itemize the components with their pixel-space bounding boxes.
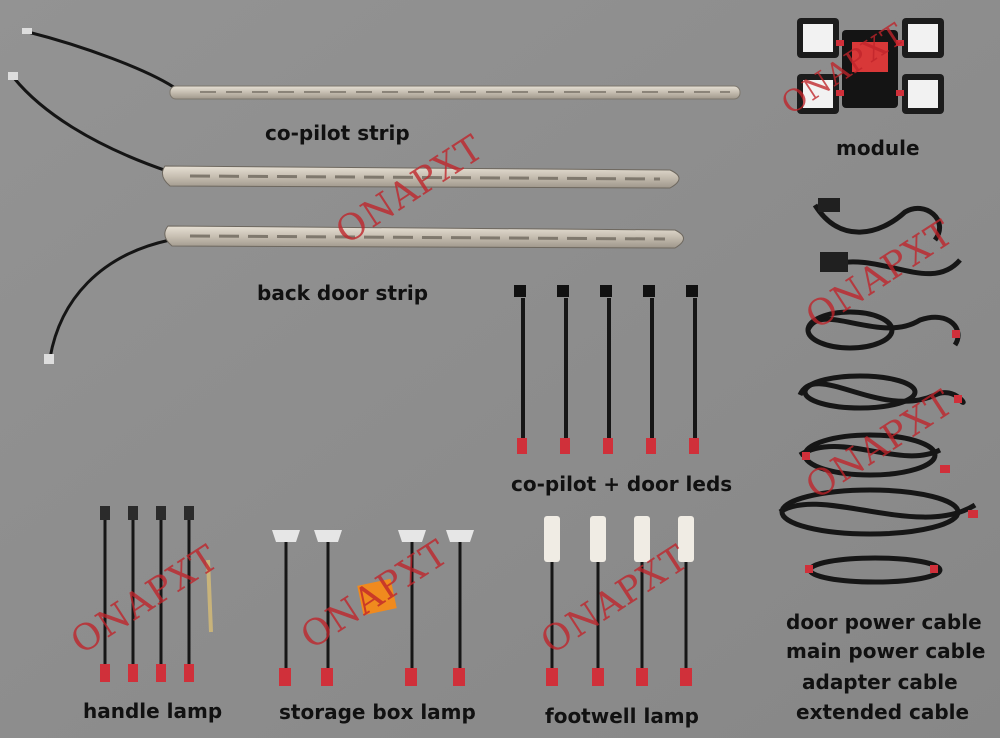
- copilot-strip-label: co-pilot strip: [265, 121, 410, 145]
- back-door-strip-label: back door strip: [257, 281, 429, 305]
- door-leds: [514, 285, 699, 454]
- storage-box-lamp: [314, 530, 342, 686]
- handle-lamp: [184, 506, 194, 682]
- footwell-lamp: [678, 516, 694, 686]
- door-led: [686, 285, 699, 454]
- storage-box-lamps: [272, 530, 474, 686]
- module-label: module: [836, 136, 920, 160]
- handle-lamp: [100, 506, 110, 682]
- footwell-lamp: [634, 516, 650, 686]
- handle-lamps: [100, 506, 213, 682]
- footwell-lamp: [544, 516, 560, 686]
- footwell-lamp: [590, 516, 606, 686]
- cable-connectors: [802, 330, 978, 573]
- door-led: [557, 285, 570, 454]
- extended-cable-label: extended cable: [796, 700, 970, 724]
- main-power-cable-label: main power cable: [786, 639, 986, 663]
- back-door-strip-lower: [44, 225, 684, 364]
- storage-box-lamp: [272, 530, 300, 686]
- handle-lamp: [156, 506, 166, 682]
- module: [797, 18, 944, 114]
- door-led: [600, 285, 613, 454]
- door-led: [514, 285, 527, 454]
- footwell-lamp-label: footwell lamp: [545, 704, 699, 728]
- storage-box-lamp: [446, 530, 474, 686]
- adapter-cable-label: adapter cable: [802, 670, 958, 694]
- copilot-strip: [22, 28, 741, 100]
- storage-box-lamp-label: storage box lamp: [279, 700, 476, 724]
- pry-tool: [206, 559, 213, 633]
- handle-lamp: [128, 506, 138, 682]
- back-door-strip-upper: [8, 72, 680, 189]
- handle-lamp-label: handle lamp: [83, 699, 223, 723]
- door-power-cable-label: door power cable: [786, 610, 982, 634]
- door-led: [643, 285, 656, 454]
- storage-box-lamp: [398, 530, 426, 686]
- copilot-door-leds-label: co-pilot + door leds: [511, 472, 733, 496]
- footwell-lamps: [544, 516, 694, 686]
- orange-tag: [357, 578, 397, 616]
